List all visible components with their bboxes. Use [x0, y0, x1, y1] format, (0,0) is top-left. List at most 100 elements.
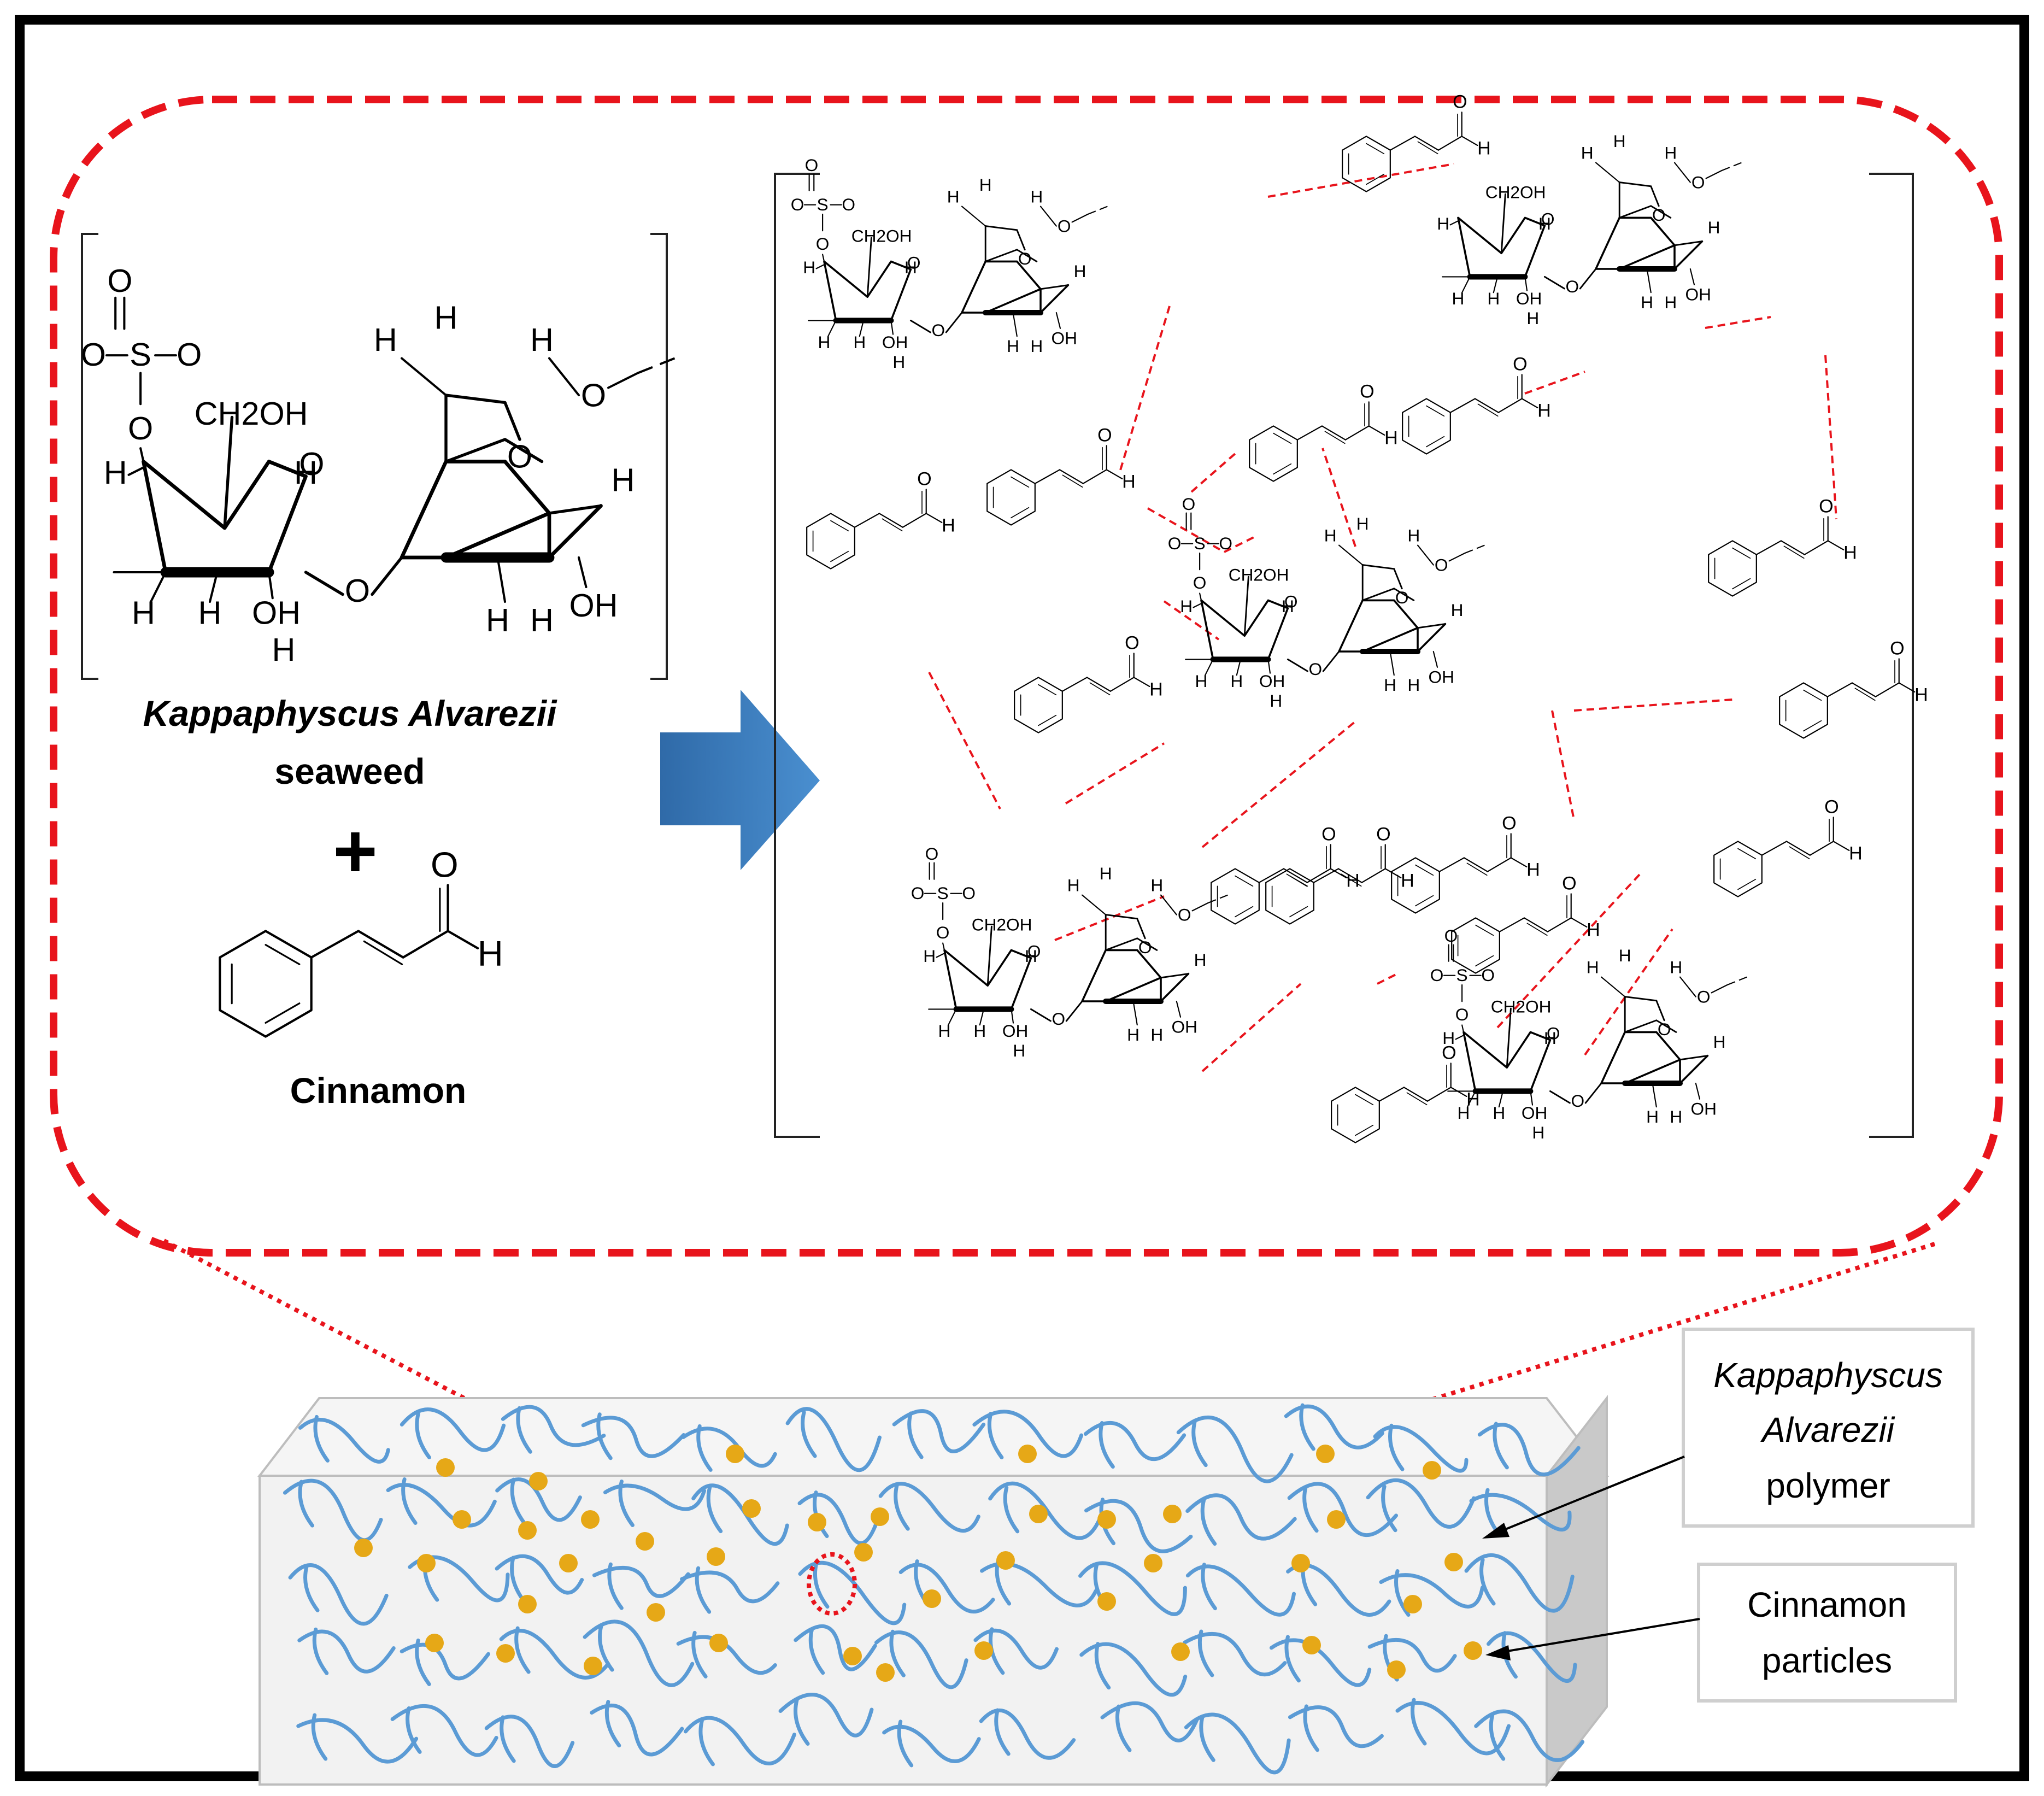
bridge-oxygen-label: O — [507, 438, 532, 474]
hydrogen-label: H — [1451, 600, 1464, 620]
polymer-chain — [386, 1477, 497, 1528]
hydrogen-label: H — [818, 332, 831, 352]
hydroxyl-label: OH — [1685, 285, 1711, 304]
hydrogen-label: H — [1613, 131, 1626, 151]
polymer-chain — [296, 1713, 419, 1764]
ch2oh-label: CH2OH — [1491, 996, 1552, 1016]
polymer-chain — [785, 1407, 882, 1472]
hydrogen-label: H — [1007, 336, 1019, 356]
glycosidic-oxygen-label: O — [931, 320, 945, 340]
sulfate-oxygen-label: O — [1219, 533, 1232, 553]
polymer-chain — [794, 1624, 877, 1675]
ring-oxygen-label: O — [1284, 591, 1298, 611]
ch2oh-label: CH2OH — [1485, 182, 1546, 202]
sulfate-oxygen-label: O — [1168, 533, 1182, 553]
glycosidic-oxygen-label: O — [1571, 1091, 1584, 1111]
hydroxyl-label: OH — [252, 595, 301, 631]
hydrogen-label: H — [1544, 1028, 1557, 1048]
cinnamon-particle — [453, 1510, 471, 1529]
polymer-chain — [1366, 1478, 1476, 1533]
glycosidic-oxygen-label: O — [1565, 277, 1579, 296]
polymer-chain — [288, 1563, 389, 1626]
hydrogen-label: H — [486, 602, 509, 638]
sulfate-sulfur-label: S — [817, 195, 829, 214]
sulfate-oxygen-label: O — [1455, 1005, 1469, 1024]
polymer-chain — [1474, 1709, 1585, 1762]
aldehyde-oxygen-label: O — [1360, 381, 1375, 402]
bridge-oxygen-label: O — [1658, 1019, 1671, 1039]
polymer-chain — [283, 1478, 383, 1542]
aldehyde-hydrogen-label: H — [1466, 1089, 1480, 1110]
cinnamon-particle — [707, 1547, 725, 1566]
polymer-chain — [400, 1638, 491, 1686]
cinnamaldehyde-structure-icon: OH — [219, 845, 503, 1038]
cinnamon-particle — [559, 1554, 578, 1572]
polymer-chain — [979, 1708, 1076, 1760]
polymer-chain — [583, 1619, 695, 1687]
hydrogen-label: H — [1581, 143, 1594, 162]
particles-callout-arrow — [1497, 1618, 1700, 1654]
bridge-oxygen-label: O — [1138, 937, 1152, 957]
seaweed-name-label: Kappaphyscus Alvarezii — [143, 693, 558, 733]
polymer-chain — [1100, 1701, 1199, 1752]
polymer-chain — [501, 1405, 606, 1454]
network-cinnamaldehyde-icon: OH — [1779, 638, 1928, 739]
cinnamon-particle — [584, 1657, 602, 1675]
polymer-chain — [878, 1482, 980, 1533]
ring-oxygen-label: O — [907, 253, 921, 272]
ring-oxygen-label: O — [1691, 172, 1705, 192]
network-cinnamaldehyde-icon: OH — [1402, 354, 1551, 455]
cinnamon-particle — [709, 1634, 728, 1652]
sulfate-oxygen-label: O — [1481, 965, 1495, 985]
hydrogen-label: H — [1150, 875, 1163, 895]
aldehyde-hydrogen-label: H — [1122, 471, 1136, 492]
sulfate-sulfur-label: S — [130, 336, 151, 373]
hydroxyl-label: OH — [1522, 1103, 1547, 1123]
aldehyde-oxygen-label: O — [1125, 633, 1140, 654]
aldehyde-oxygen-label: O — [1824, 797, 1839, 818]
network-cinnamaldehyde-icon: OH — [1713, 797, 1863, 897]
cinnamon-particle — [1291, 1554, 1310, 1572]
ch2oh-label: CH2OH — [1229, 565, 1289, 584]
polymer-chain — [495, 1477, 582, 1525]
network-cinnamaldehyde-icon: OH — [806, 469, 955, 570]
hydroxyl-label: OH — [1002, 1021, 1028, 1041]
cinnamon-particle — [1464, 1641, 1482, 1660]
sulfate-oxygen-label: O — [816, 234, 830, 254]
aldehyde-hydrogen-label: H — [1843, 542, 1857, 563]
hydrogen-bond-network — [928, 163, 1837, 1072]
hydrogen-label: H — [1100, 864, 1112, 883]
sulfate-oxygen-label: O — [936, 923, 950, 942]
polymer-chain — [988, 1481, 1103, 1540]
aldehyde-oxygen-label: O — [1453, 92, 1467, 113]
polymer-chain — [499, 1626, 610, 1680]
polymer-chain — [1176, 1416, 1294, 1483]
polymer-chain — [1284, 1403, 1384, 1451]
ring-oxygen-label: O — [1697, 987, 1711, 1006]
hydrogen-label: H — [1074, 261, 1086, 281]
polymer-chain — [676, 1630, 777, 1678]
polymer-chain — [592, 1562, 690, 1610]
aldehyde-hydrogen-label: H — [478, 933, 503, 973]
sulfate-oxygen-label: O — [81, 336, 106, 373]
network-cinnamaldehyde-icon: OH — [986, 425, 1136, 526]
hydrogen-label: H — [938, 1021, 951, 1041]
aldehyde-oxygen-label: O — [1442, 1043, 1456, 1064]
cinnamon-particle — [876, 1663, 895, 1682]
glycosidic-oxygen-label: O — [345, 572, 370, 609]
ring-oxygen-label: O — [1435, 555, 1448, 574]
sulfate-oxygen-label: O — [177, 336, 202, 373]
sulfate-oxygen-label: O — [962, 883, 976, 903]
polymer-chain — [1185, 1493, 1297, 1546]
hydrogen-label: H — [104, 454, 127, 491]
hydroxyl-label: OH — [1171, 1017, 1197, 1037]
network-cinnamaldehyde-icon: OH — [1342, 92, 1491, 192]
hydrogen-label: H — [923, 946, 936, 966]
sulfate-oxygen-label: O — [107, 262, 132, 299]
cinnamon-particle — [1302, 1636, 1321, 1654]
cinnamon-particle — [1018, 1445, 1037, 1463]
hydrogen-label: H — [374, 321, 397, 358]
aldehyde-oxygen-label: O — [1562, 873, 1577, 894]
